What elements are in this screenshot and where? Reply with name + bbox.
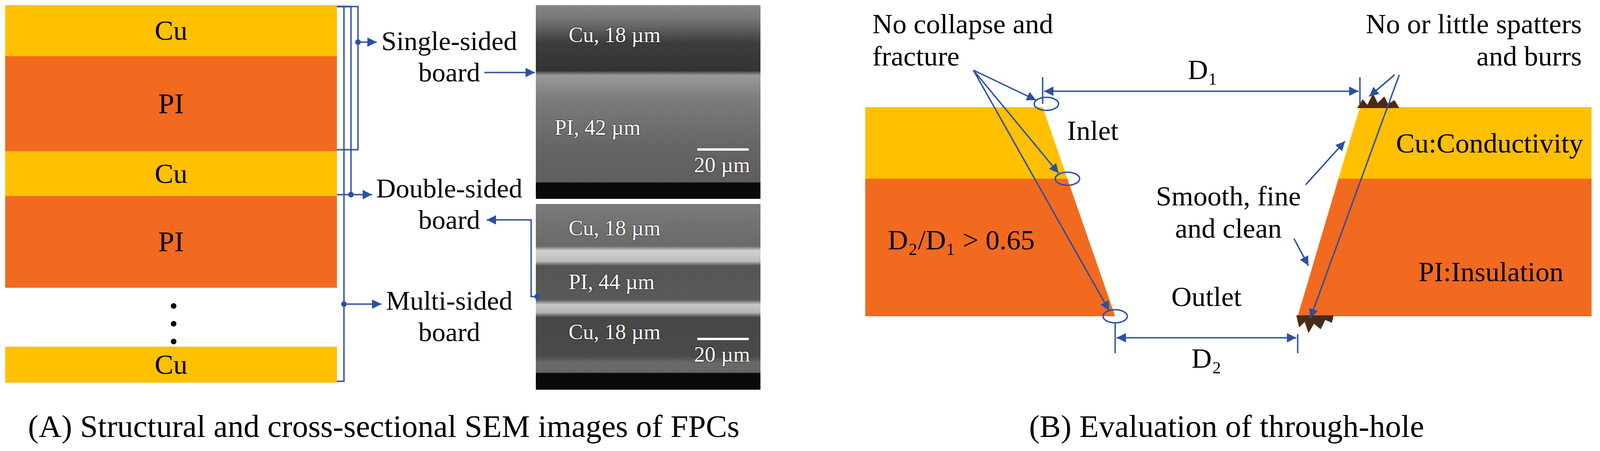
board-type-label: Multi-sided board — [369, 285, 529, 348]
sem-image: Cu, 18 µm PI, 44 µm Cu, 18 µm 20 µm — [535, 204, 761, 390]
layer-label: Cu:Conductivity — [1395, 128, 1584, 159]
junction-dot — [341, 301, 347, 307]
sem-annotation: 20 µm — [694, 343, 751, 366]
annotation-label: No or little spatters and burrs — [1347, 7, 1582, 73]
sem-image: Cu, 18 µm PI, 42 µm 20 µm — [535, 5, 761, 199]
ellipsis-dot — [170, 338, 177, 345]
polyimide-block: D₂/D₁ > 0.65 — [865, 178, 1116, 317]
dimension-line — [1044, 90, 1359, 93]
highlight-ellipse — [1103, 309, 1128, 323]
block-shape — [865, 178, 1116, 317]
copper-layer: Cu — [5, 151, 337, 197]
sem-annotation: Cu, 18 µm — [568, 321, 661, 344]
burr — [1357, 93, 1400, 109]
layer-label: PI:Insulation — [1418, 257, 1564, 287]
dimension-label: D₁ — [1169, 53, 1236, 87]
board-type-label: Single-sided board — [369, 25, 529, 88]
leader-arrow — [350, 194, 373, 196]
leader-arrow — [1369, 74, 1395, 97]
layer-label: Cu — [154, 159, 188, 189]
board-type-label: Double-sided board — [369, 173, 529, 236]
copper-block — [865, 107, 1068, 179]
polyimide-layer: PI — [5, 56, 337, 152]
ellipsis-dot — [170, 321, 177, 327]
junction-dot — [534, 293, 541, 300]
layer-label: Cu — [154, 350, 188, 380]
layer-label: PI — [158, 226, 184, 257]
burr — [1296, 315, 1334, 334]
layer-label: Cu — [154, 15, 188, 46]
highlight-ellipse — [1034, 97, 1059, 111]
dimension-line — [1116, 337, 1297, 339]
sem-annotation: Cu, 18 µm — [568, 23, 661, 47]
leader-arrow — [973, 70, 1037, 101]
sem-annotation: 20 µm — [694, 153, 751, 177]
leader-arrow — [484, 72, 535, 74]
sem-annotation: Cu, 18 µm — [568, 217, 661, 240]
block-shape — [1338, 107, 1592, 179]
junction-dot — [355, 39, 361, 45]
layer-label: D₂/D₁ > 0.65 — [887, 225, 1035, 256]
annotation-label: Smooth, fine and clean — [1148, 180, 1308, 245]
ellipsis-dot — [170, 303, 177, 309]
position-label: Outlet — [1159, 280, 1254, 314]
polyimide-layer: PI — [5, 196, 337, 288]
copper-layer: Cu — [5, 5, 337, 57]
layer-label: PI — [158, 88, 184, 119]
sem-annotation: PI, 44 µm — [568, 270, 655, 294]
copper-layer: Cu — [5, 346, 337, 383]
leader-arrow — [343, 303, 382, 306]
copper-block: Cu:Conductivity — [1338, 107, 1592, 179]
dimension-tick — [1114, 322, 1117, 354]
scale-bar — [697, 337, 749, 341]
block-outline — [1297, 178, 1592, 317]
block-shape — [1297, 178, 1592, 317]
dimension-label: D₂ — [1173, 342, 1240, 375]
bracket-line — [336, 6, 344, 382]
dimension-tick — [1297, 334, 1299, 354]
dimension-tick — [1359, 77, 1361, 104]
annotation-label: No collapse and fracture — [872, 7, 1069, 73]
leader-arrow — [973, 70, 1059, 174]
leader-arrow — [1293, 238, 1309, 266]
junction-dot — [348, 191, 354, 198]
bracket-line — [336, 6, 358, 150]
panel-caption: (A) Structural and cross-sectional SEM i… — [0, 408, 768, 445]
polyimide-block: PI:Insulation — [1297, 178, 1592, 317]
position-label: Inlet — [1066, 114, 1161, 147]
leader-arrow — [486, 219, 538, 297]
sem-annotation: PI, 42 µm — [554, 116, 641, 139]
scale-bar — [697, 148, 749, 151]
panel-caption: (B) Evaluation of through-hole — [945, 408, 1508, 445]
dimension-tick — [1042, 77, 1044, 104]
